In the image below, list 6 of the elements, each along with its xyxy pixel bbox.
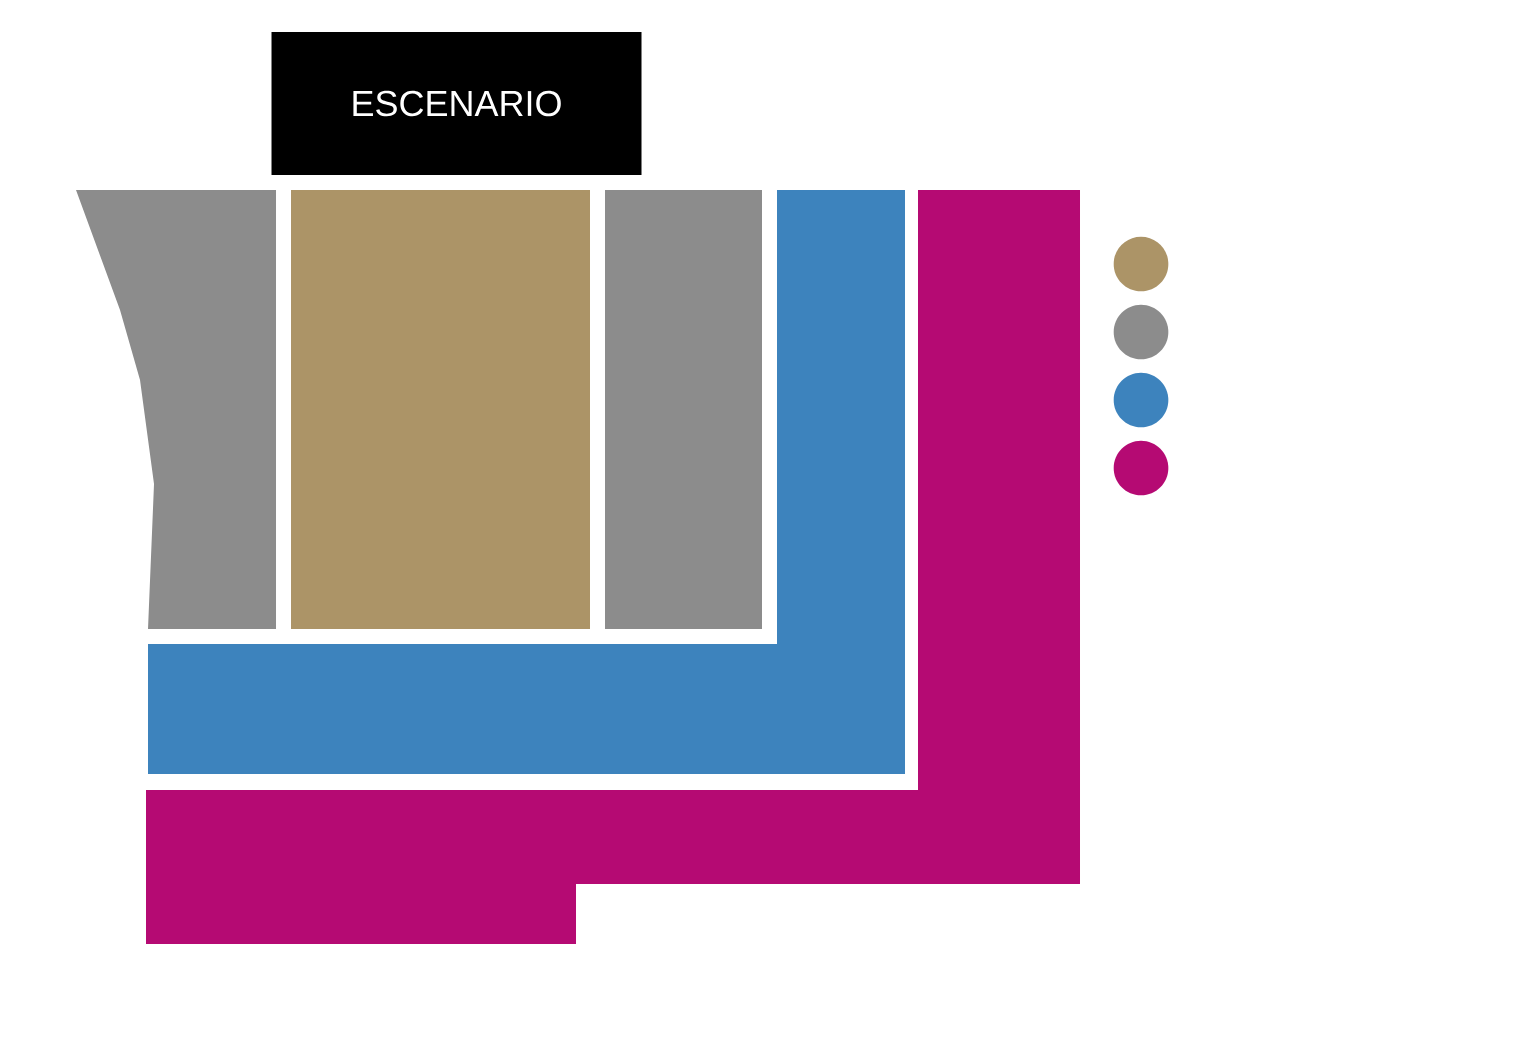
seating-section <box>605 190 762 629</box>
seating-section <box>76 190 276 629</box>
seating-section <box>291 190 590 629</box>
stage-box: ESCENARIO <box>271 32 642 175</box>
seating-section <box>146 190 1080 944</box>
seating-section <box>148 190 905 774</box>
